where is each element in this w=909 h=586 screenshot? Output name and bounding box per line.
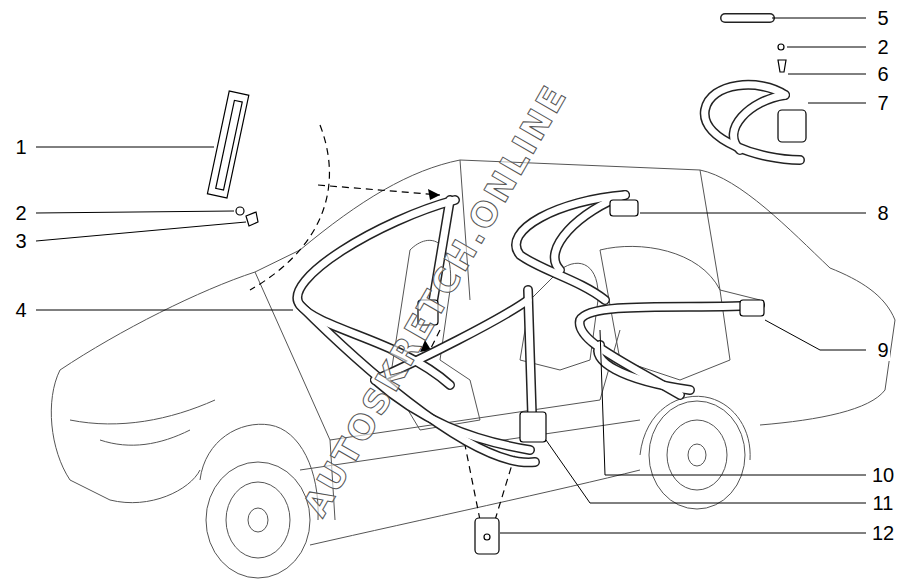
callout-number: 4 — [14, 300, 27, 321]
callout-number: 10 — [872, 464, 894, 486]
callout-number: 2 — [877, 36, 888, 58]
callout-number: 10 — [871, 465, 895, 486]
callout-number: 7 — [876, 93, 889, 114]
callout-number: 1 — [15, 136, 26, 158]
callout-number: 5 — [877, 7, 888, 29]
callout-number: 1 — [14, 137, 27, 158]
callout-number: 8 — [877, 202, 888, 224]
callout-number: 9 — [876, 340, 889, 361]
callout-number: 3 — [15, 230, 26, 252]
callout-number: 7 — [877, 92, 888, 114]
callout-number: 5 — [876, 8, 889, 29]
callout-number: 2 — [876, 37, 889, 58]
callout-number: 12 — [872, 522, 894, 544]
callout-number: 4 — [15, 299, 26, 321]
callout-number: 2 — [14, 203, 27, 224]
callout-number: 11 — [872, 493, 895, 514]
callout-number: 2 — [15, 202, 26, 224]
callout-number: 12 — [871, 523, 895, 544]
callout-number: 8 — [876, 203, 889, 224]
callout-number: 3 — [14, 231, 27, 252]
callout-number: 6 — [877, 63, 888, 85]
callout-number: 9 — [877, 339, 888, 361]
callout-number: 11 — [873, 492, 894, 514]
callout-number: 6 — [876, 64, 889, 85]
